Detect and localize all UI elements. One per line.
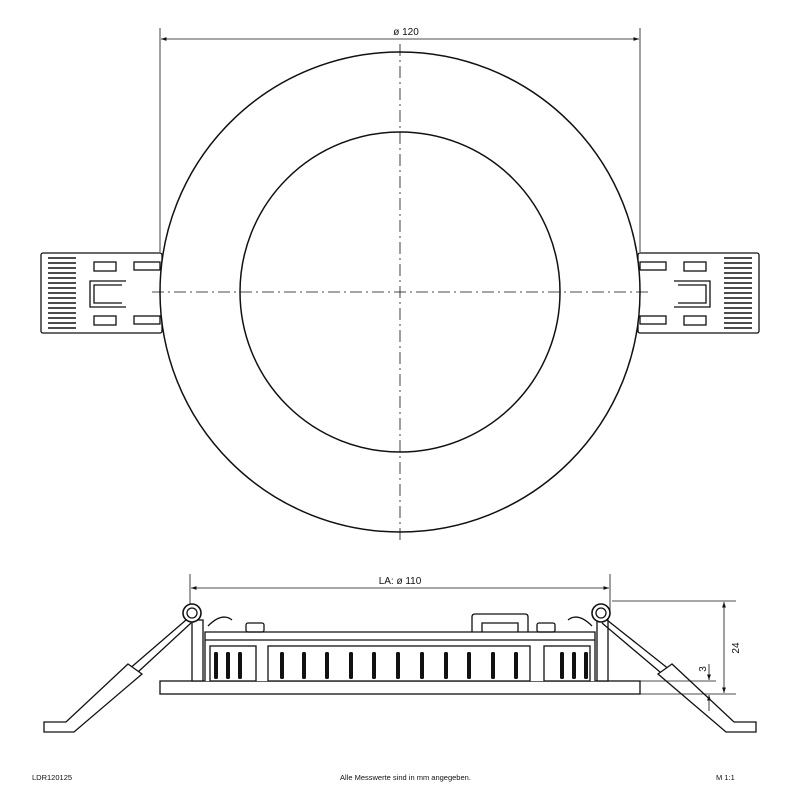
rim-dimension <box>640 664 716 711</box>
top-view <box>40 28 760 540</box>
housing-vents <box>214 652 588 679</box>
diameter-label: ø 120 <box>393 27 419 38</box>
product-code: LDR120125 <box>32 773 73 782</box>
right-spring-clip <box>591 603 757 733</box>
scale-label: M 1:1 <box>716 773 735 782</box>
rim-label: 3 <box>698 666 709 672</box>
side-view <box>43 574 757 733</box>
diameter-dimension <box>159 28 641 252</box>
left-mounting-clip <box>40 252 163 334</box>
cutout-label: LA: ø 110 <box>379 576 422 587</box>
left-spring-clip <box>43 603 202 733</box>
panel-rim <box>159 680 641 695</box>
height-label: 24 <box>731 642 742 654</box>
height-dimension <box>612 600 736 695</box>
right-mounting-clip <box>637 252 760 334</box>
measurement-note: Alle Messwerte sind in mm angegeben. <box>340 773 471 782</box>
